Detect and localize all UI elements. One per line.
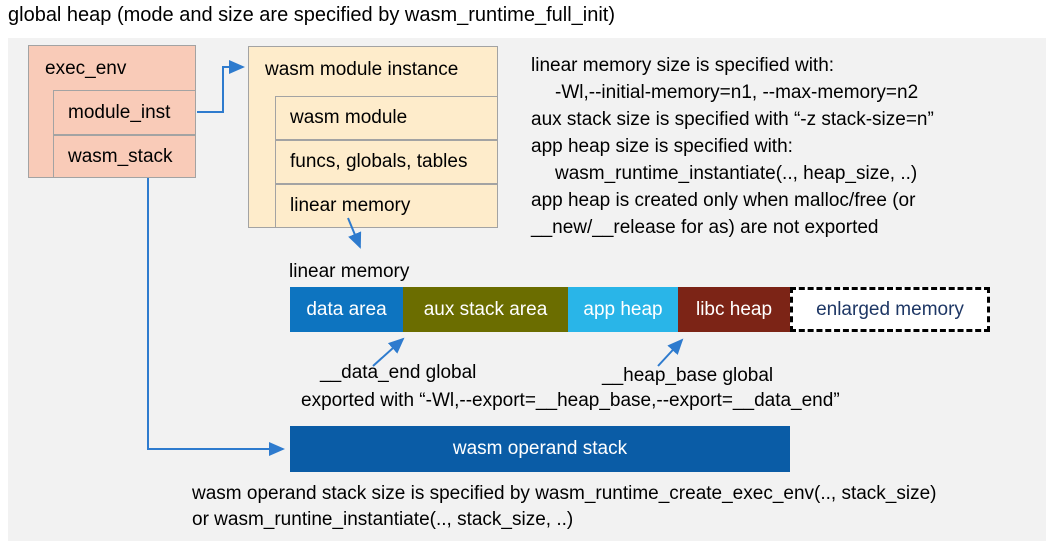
wasm-stack-label: wasm_stack [68,145,173,167]
note-line: or wasm_runtine_instantiate(.., stack_si… [192,509,574,530]
linear-memory-row-box: linear memory [275,184,498,228]
wasm-module-box: wasm module [275,96,498,140]
segment-data-area: data area [290,287,403,332]
module-inst-box: module_inst [53,90,196,135]
linear-memory-bar: data area aux stack area app heap libc h… [290,287,990,332]
note-line: app heap size is specified with: [531,136,793,157]
note-line: aux stack size is specified with “-z sta… [531,109,934,130]
wasm-module-label: wasm module [290,107,408,128]
note-line: __new/__release for as) are not exported [531,217,879,238]
note-line: -Wl,--initial-memory=n1, --max-memory=n2 [555,82,919,103]
note-line: wasm operand stack size is specified by … [192,483,937,504]
page-title: global heap (mode and size are specified… [8,4,615,26]
segment-app-heap: app heap [568,287,678,332]
segment-libc-heap: libc heap [678,287,790,332]
funcs-globals-tables-label: funcs, globals, tables [290,151,468,172]
note-line: app heap is created only when malloc/fre… [531,190,916,211]
segment-aux-stack-area: aux stack area [403,287,568,332]
funcs-globals-tables-box: funcs, globals, tables [275,140,498,184]
operand-stack-notes: wasm operand stack size is specified by … [192,481,937,533]
note-line: linear memory size is specified with: [531,55,835,76]
memory-size-notes: linear memory size is specified with: -W… [531,52,934,241]
wasm-operand-stack-label: wasm operand stack [452,438,628,459]
linear-memory-bar-title: linear memory [289,261,410,282]
exported-with-label: exported with “-Wl,--export=__heap_base,… [301,390,840,411]
note-line: wasm_runtime_instantiate(.., heap_size, … [555,163,918,184]
exec-env-label: exec_env [45,58,127,79]
segment-enlarged-memory: enlarged memory [790,287,990,332]
linear-memory-row-label: linear memory [290,195,411,216]
wasm-module-instance-label: wasm module instance [265,59,459,80]
heap-base-global-label: __heap_base global [602,365,774,386]
wasm-operand-stack-bar: wasm operand stack [290,426,790,472]
module-inst-label: module_inst [68,101,171,123]
data-end-global-label: __data_end global [320,362,477,383]
wasm-stack-box: wasm_stack [53,135,196,178]
